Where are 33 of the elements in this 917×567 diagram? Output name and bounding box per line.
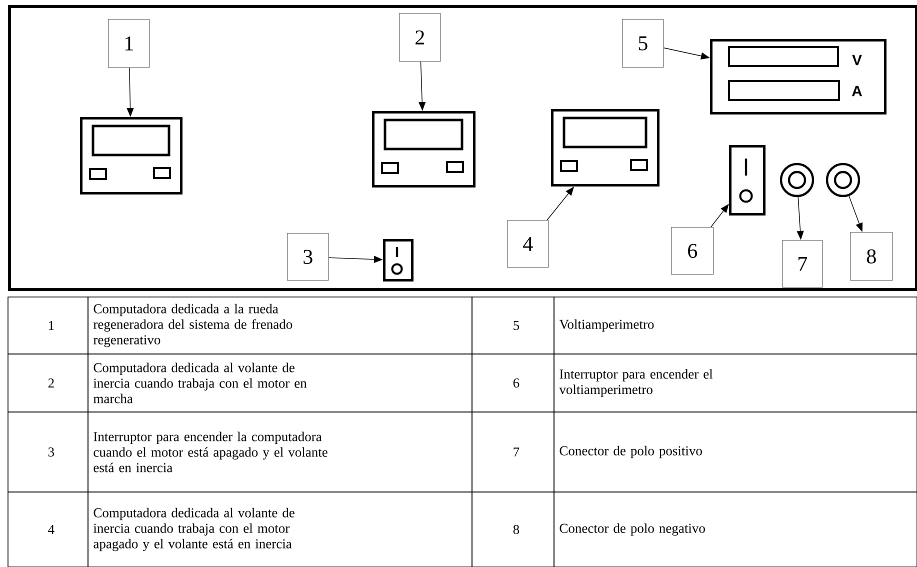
description-cell: Conector de polo negativo — [554, 492, 917, 567]
item-number-cell: 3 — [8, 412, 88, 492]
item-number-cell: 7 — [472, 412, 554, 492]
callout-number: 3 — [287, 233, 329, 281]
item-number-cell: 8 — [472, 492, 554, 567]
description-cell: Conector de polo positivo — [554, 412, 917, 492]
callout-number: 7 — [782, 240, 823, 288]
voltammeter-drawing: V A — [710, 39, 887, 114]
item-number-cell: 1 — [8, 296, 88, 354]
computer-drawing — [80, 117, 182, 194]
item-number-cell: 6 — [472, 354, 554, 412]
callout-number: 2 — [399, 13, 441, 62]
callout-number: 4 — [507, 220, 549, 268]
callout-number: 6 — [671, 227, 714, 275]
description-cell: Interruptor para encender la computadora cuando el motor está apagado y el volante está en inercia — [88, 412, 472, 492]
computer-drawing — [372, 111, 476, 188]
panel-frame — [8, 5, 917, 291]
item-number-cell: 5 — [472, 296, 554, 354]
description-cell: Computadora dedicada a la rueda regeneradora del sistema de frenado regenerativo — [88, 296, 472, 354]
item-number-cell: 4 — [8, 492, 88, 567]
switch-drawing — [729, 145, 766, 216]
switch-drawing — [383, 239, 414, 282]
callout-number: 8 — [850, 232, 893, 281]
item-number-cell: 2 — [8, 354, 88, 412]
description-cell: Interruptor para encender el voltiamperimetro — [554, 354, 917, 412]
callout-number: 5 — [622, 19, 664, 68]
callout-number: 1 — [108, 19, 150, 68]
connector-drawing — [826, 162, 860, 198]
description-cell: Computadora dedicada al volante de inercia cuando trabaja con el motor en marcha — [88, 354, 472, 412]
computer-drawing — [551, 109, 660, 186]
description-cell: Computadora dedicada al volante de inercia cuando trabaja con el motor apagado y el volante está en inercia — [88, 492, 472, 567]
description-cell: Voltiamperimetro — [554, 296, 917, 354]
connector-drawing — [780, 162, 814, 198]
